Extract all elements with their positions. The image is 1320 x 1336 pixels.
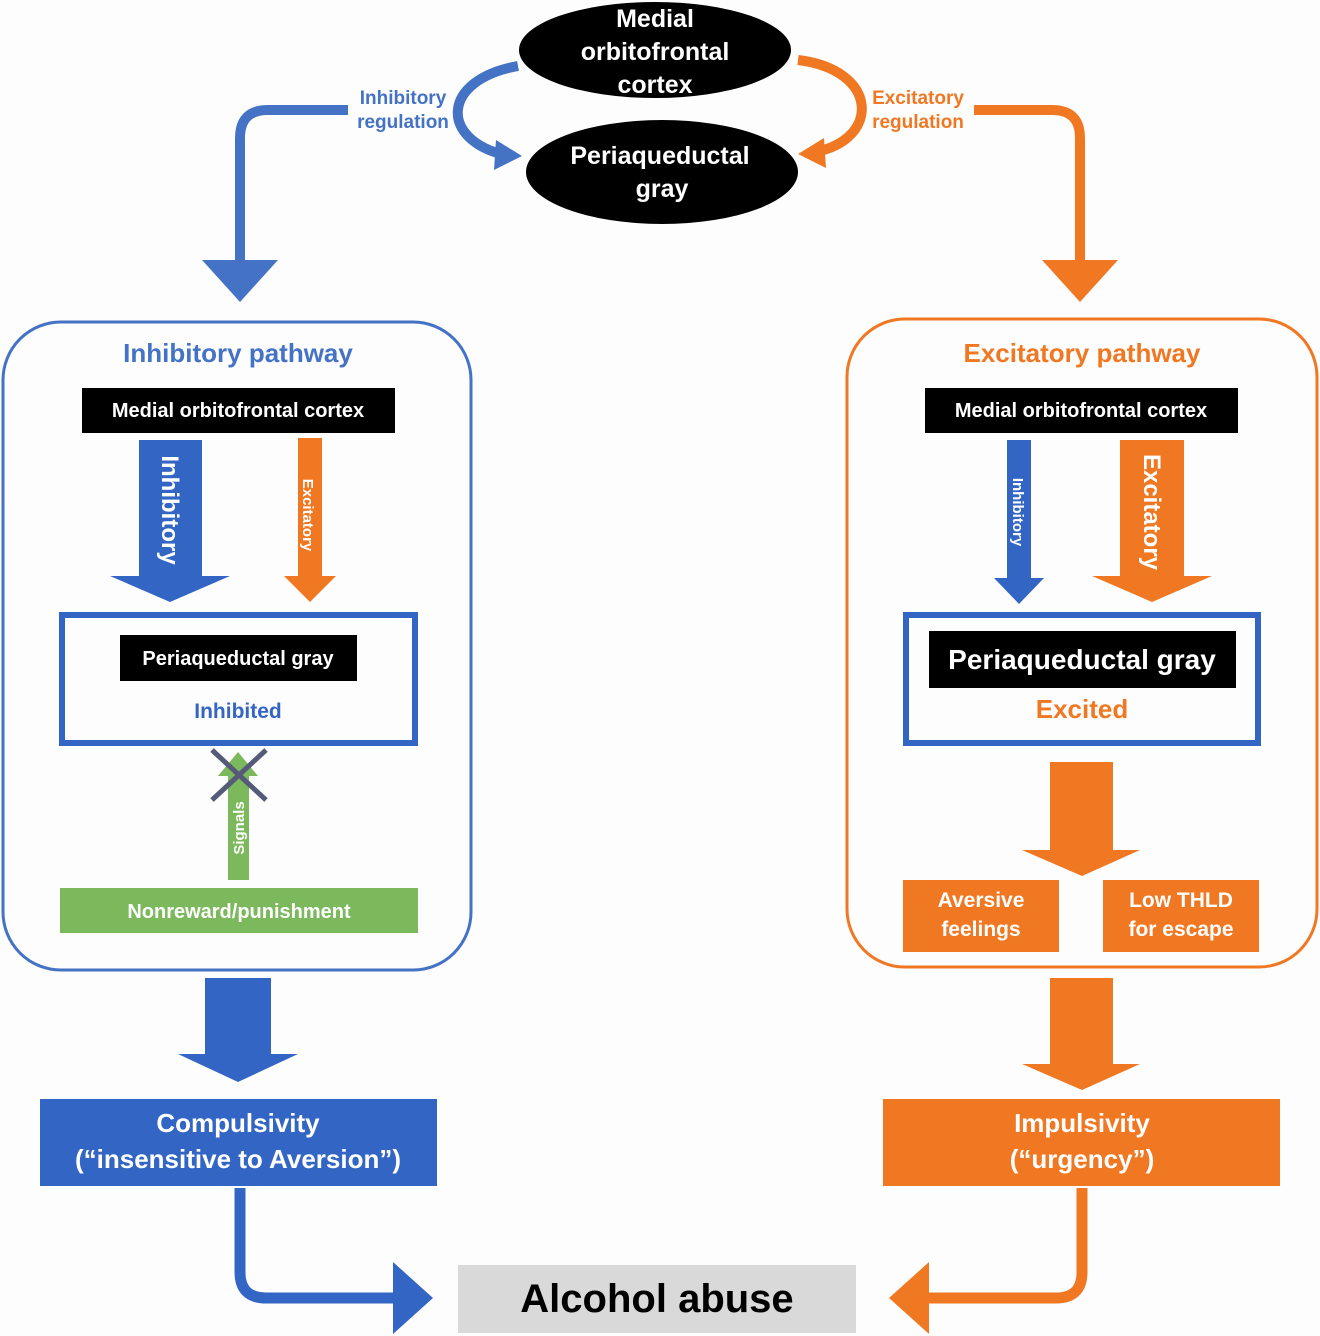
excitatory-regulation-curve bbox=[797, 55, 867, 157]
excitatory-pathway-panel: Excitatory pathway Medial orbitofrontal … bbox=[845, 317, 1319, 969]
low-thld-label-2: for escape bbox=[1128, 918, 1233, 941]
right-bottom-connector bbox=[927, 1188, 1088, 1304]
left-pag-frame bbox=[59, 612, 418, 746]
nonreward-box bbox=[60, 888, 418, 933]
compulsivity-label-2: (“insensitive to Aversion”) bbox=[75, 1144, 401, 1174]
top-section: Medial orbitofrontal cortex Periaqueduct… bbox=[202, 2, 1118, 302]
right-elbow-connector bbox=[974, 105, 1085, 262]
excitatory-pathway-frame bbox=[845, 317, 1319, 969]
top-pag-label-2: gray bbox=[636, 175, 689, 203]
left-inhibitory-arrow-label: Inhibitory bbox=[156, 455, 183, 565]
right-mofc-box bbox=[925, 388, 1238, 433]
right-pag-frame bbox=[903, 612, 1261, 746]
compulsivity-label-1: Compulsivity bbox=[156, 1108, 320, 1138]
excitatory-regulation-arrowhead bbox=[798, 138, 826, 168]
excitatory-pathway-title: Excitatory pathway bbox=[964, 338, 1202, 368]
right-output-arrow bbox=[1022, 978, 1140, 1090]
inhibitory-pathway-title: Inhibitory pathway bbox=[123, 338, 353, 368]
nonreward-label: Nonreward/punishment bbox=[127, 901, 351, 923]
inhibitory-pathway-panel: Inhibitory pathway Medial orbitofrontal … bbox=[1, 320, 473, 972]
top-mofc-label-1: Medial bbox=[616, 5, 694, 33]
right-inhibitory-arrow bbox=[994, 440, 1044, 604]
right-mofc-label: Medial orbitofrontal cortex bbox=[955, 400, 1207, 422]
low-thld-box bbox=[1103, 880, 1259, 952]
aversive-label-2: feelings bbox=[941, 918, 1020, 941]
left-elbow-connector bbox=[235, 105, 348, 262]
right-elbow-arrowhead bbox=[1042, 260, 1118, 302]
right-excited-label: Excited bbox=[1036, 694, 1129, 724]
compulsivity-box bbox=[40, 1099, 437, 1186]
left-elbow-arrowhead bbox=[202, 260, 278, 302]
inhibitory-regulation-arrowhead bbox=[494, 140, 522, 170]
right-excitatory-arrow-label: Excitatory bbox=[1138, 454, 1165, 571]
blocked-cross-line-2 bbox=[210, 748, 268, 802]
right-pag-box bbox=[929, 631, 1236, 688]
left-bottom-connector bbox=[234, 1188, 395, 1304]
right-excitatory-arrow bbox=[1092, 440, 1212, 602]
inhibitory-pathway-frame bbox=[1, 320, 473, 972]
inhibitory-regulation-label-2: regulation bbox=[357, 112, 449, 133]
alcohol-abuse-label: Alcohol abuse bbox=[520, 1277, 793, 1321]
top-mofc-label-2: orbitofrontal bbox=[581, 38, 730, 66]
top-mofc-ellipse bbox=[519, 2, 791, 98]
low-thld-label-1: Low THLD bbox=[1129, 889, 1233, 912]
impulsivity-label-1: Impulsivity bbox=[1014, 1108, 1150, 1138]
signals-label: Signals bbox=[231, 801, 248, 854]
top-mofc-label-3: cortex bbox=[617, 71, 692, 99]
left-inhibitory-arrow bbox=[110, 440, 230, 602]
left-mofc-label: Medial orbitofrontal cortex bbox=[112, 400, 364, 422]
top-pag-label-1: Periaqueductal bbox=[570, 142, 749, 170]
right-pag-label: Periaqueductal gray bbox=[948, 644, 1216, 675]
inhibitory-regulation-curve bbox=[452, 61, 519, 160]
left-pag-box bbox=[120, 635, 357, 681]
left-inhibited-label: Inhibited bbox=[194, 700, 282, 723]
excitatory-regulation-label-2: regulation bbox=[872, 112, 964, 133]
alcohol-abuse-box bbox=[458, 1265, 856, 1333]
top-pag-ellipse bbox=[526, 120, 798, 224]
right-inhibitory-arrow-label: Inhibitory bbox=[1009, 478, 1026, 547]
inhibitory-regulation-label-1: Inhibitory bbox=[360, 88, 447, 109]
left-mofc-box bbox=[82, 388, 395, 433]
left-excitatory-arrow bbox=[284, 438, 336, 602]
aversive-label-1: Aversive bbox=[938, 889, 1025, 912]
impulsivity-label-2: (“urgency”) bbox=[1010, 1144, 1154, 1174]
right-bottom-arrowhead bbox=[889, 1262, 929, 1334]
left-excitatory-arrow-label: Excitatory bbox=[299, 479, 316, 552]
excitatory-regulation-label-1: Excitatory bbox=[872, 88, 964, 109]
aversive-feelings-box bbox=[903, 880, 1059, 952]
impulsivity-box bbox=[883, 1099, 1280, 1186]
left-bottom-arrowhead bbox=[393, 1262, 433, 1334]
left-pag-label: Periaqueductal gray bbox=[142, 648, 334, 670]
left-output-arrow bbox=[178, 978, 298, 1082]
right-mid-arrow bbox=[1022, 762, 1140, 876]
